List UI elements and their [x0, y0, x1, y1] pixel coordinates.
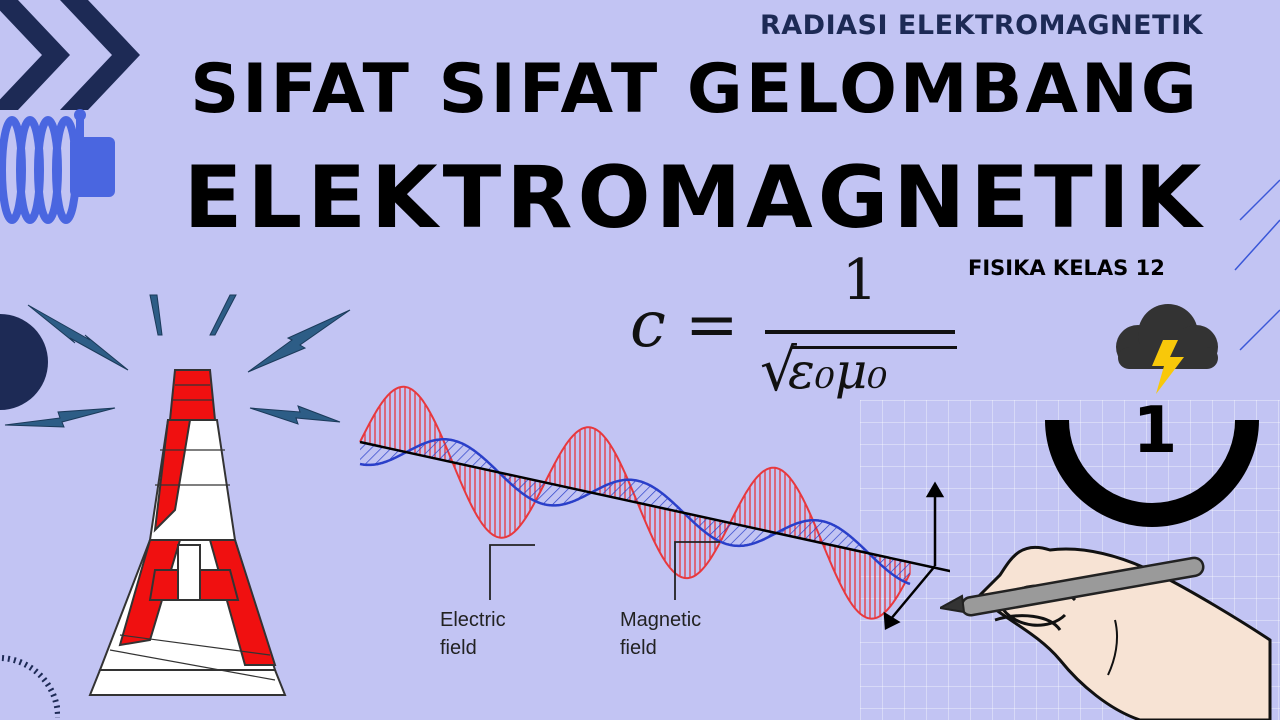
- magnetic-field-label: Magnetic field: [620, 609, 702, 659]
- formula-lhs: c: [630, 288, 666, 362]
- title-line-1: SIFAT SIFAT GELOMBANG: [190, 50, 1200, 129]
- axes-icon: [883, 481, 945, 630]
- em-wave-diagram: [359, 385, 950, 630]
- storm-cloud-icon: [1116, 304, 1218, 394]
- coil-icon: [0, 109, 115, 224]
- electric-field-label: Electric field: [440, 609, 506, 659]
- fast-forward-icon: [0, 0, 140, 110]
- lesson-number: 1: [1132, 394, 1178, 468]
- title-line-2: ELEKTROMAGNETIK: [183, 148, 1207, 248]
- diagonal-lines-decor: [1234, 179, 1280, 351]
- formula-numerator: 1: [842, 248, 878, 313]
- electric-label-pointer: [489, 544, 535, 600]
- magnetic-label-pointer: [674, 541, 720, 600]
- sqrt-bar: [792, 346, 957, 349]
- top-subtitle: RADIASI ELEKTROMAGNETIK: [760, 10, 1203, 41]
- lesson-number-badge: 1: [1045, 380, 1260, 540]
- navy-circle-decor: [0, 314, 48, 410]
- magnetic-field-curve: [359, 438, 911, 586]
- formula-denominator: ε₀μ₀: [788, 342, 888, 400]
- hand-pen-icon: [940, 545, 1272, 720]
- fraction-bar: [765, 330, 955, 334]
- class-label: FISIKA KELAS 12: [968, 256, 1165, 280]
- dotted-arc-decor: [1, 655, 60, 719]
- radio-tower-icon: [4, 294, 351, 696]
- light-speed-formula: c = 1 √ ε₀μ₀: [620, 248, 980, 438]
- formula-equals: =: [685, 288, 739, 362]
- lightning-icon: [1152, 340, 1184, 394]
- sqrt-symbol: √: [760, 336, 797, 404]
- propagation-axis: [359, 440, 950, 573]
